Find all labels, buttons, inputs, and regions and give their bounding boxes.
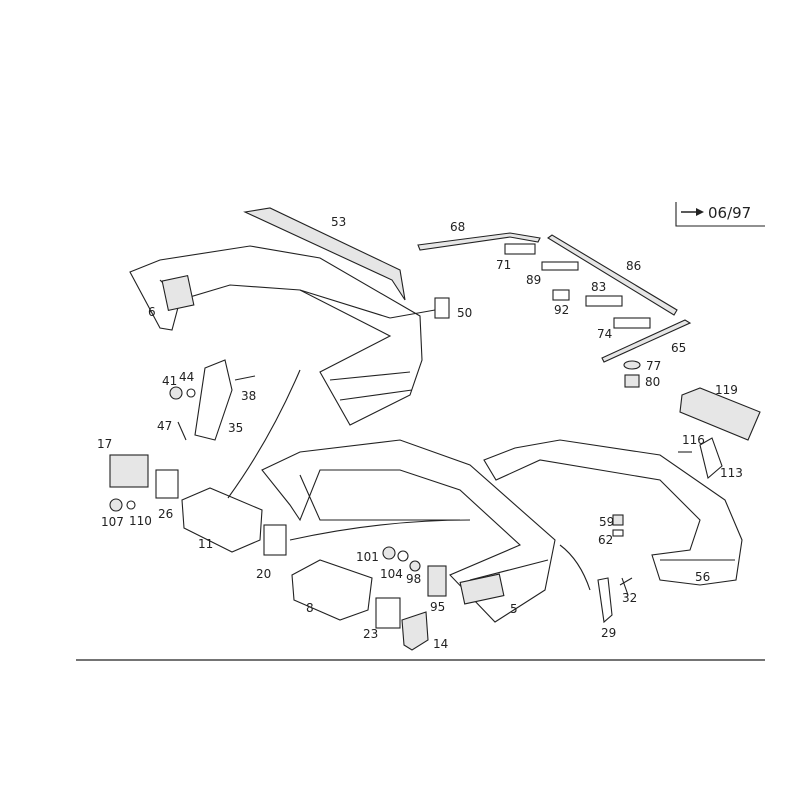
part-label[interactable]: 77 xyxy=(646,359,661,373)
absorber-8 xyxy=(291,559,373,621)
clip-83 xyxy=(585,295,623,307)
bolt-32 xyxy=(619,577,633,596)
part-label[interactable]: 11 xyxy=(198,537,213,551)
part-label[interactable]: 80 xyxy=(645,375,660,389)
part-label[interactable]: 59 xyxy=(599,515,614,529)
bumper-upper-left xyxy=(129,245,423,426)
part-label[interactable]: 86 xyxy=(626,259,641,273)
part-label[interactable]: 32 xyxy=(622,591,637,605)
part-label[interactable]: 104 xyxy=(380,567,403,581)
bracket-26 xyxy=(155,469,179,499)
part-label[interactable]: 38 xyxy=(241,389,256,403)
part-label[interactable]: 116 xyxy=(682,433,705,447)
part-label[interactable]: 44 xyxy=(179,370,194,384)
part-label[interactable]: 83 xyxy=(591,280,606,294)
washer-104 xyxy=(397,550,409,562)
bracket-113 xyxy=(699,437,723,480)
part-label[interactable]: 62 xyxy=(598,533,613,547)
part-label[interactable]: 92 xyxy=(554,303,569,317)
part-label[interactable]: 23 xyxy=(363,627,378,641)
nut-80 xyxy=(624,374,640,388)
part-label[interactable]: 107 xyxy=(101,515,124,529)
part-label[interactable]: 29 xyxy=(601,626,616,640)
part-label[interactable]: 47 xyxy=(157,419,172,433)
part-label[interactable]: 74 xyxy=(597,327,612,341)
bracket-95 xyxy=(427,565,447,597)
cap-14 xyxy=(401,611,429,651)
arrow-right-icon xyxy=(681,208,704,216)
washer-98 xyxy=(409,560,421,572)
part-label[interactable]: 35 xyxy=(228,421,243,435)
rail-86 xyxy=(547,234,678,316)
bumper-rear-center xyxy=(261,439,556,623)
bolt-47 xyxy=(177,421,187,441)
validity-box: 06/97 xyxy=(675,202,765,227)
part-labels: 53 68 71 89 86 83 92 74 65 77 80 119 116… xyxy=(97,215,743,651)
cover-119 xyxy=(679,387,761,441)
part-label[interactable]: 98 xyxy=(406,572,421,586)
part-label[interactable]: 26 xyxy=(158,507,173,521)
part-label[interactable]: 101 xyxy=(356,550,379,564)
bracket-35 xyxy=(194,359,233,441)
nut-107 xyxy=(109,498,123,512)
bracket-29 xyxy=(597,577,613,624)
validity-box-border xyxy=(675,202,765,227)
nut-101 xyxy=(382,546,396,560)
part-label[interactable]: 71 xyxy=(496,258,511,272)
arrow-line xyxy=(289,519,471,541)
bracket-23 xyxy=(375,597,401,629)
bumper-rear-right xyxy=(483,439,743,586)
part-label[interactable]: 95 xyxy=(430,600,445,614)
part-label[interactable]: 119 xyxy=(715,383,738,397)
clip-59 xyxy=(612,514,624,526)
clip-89 xyxy=(541,261,579,271)
part-label[interactable]: 6 xyxy=(148,305,156,319)
rail-68 xyxy=(417,232,541,251)
part-label[interactable]: 20 xyxy=(256,567,271,581)
bracket-17 xyxy=(109,454,149,488)
clip-71 xyxy=(504,243,536,255)
bolt-38 xyxy=(234,375,256,381)
part-label[interactable]: 8 xyxy=(306,601,314,615)
washer-44 xyxy=(186,388,196,398)
clip-62 xyxy=(612,529,624,537)
washer-77 xyxy=(623,360,641,370)
part-label[interactable]: 5 xyxy=(510,602,518,616)
part-label[interactable]: 68 xyxy=(450,220,465,234)
part-label[interactable]: 65 xyxy=(671,341,686,355)
part-label[interactable]: 56 xyxy=(695,570,710,584)
part-label[interactable]: 89 xyxy=(526,273,541,287)
bracket-20 xyxy=(263,524,287,556)
part-label[interactable]: 53 xyxy=(331,215,346,229)
part-label[interactable]: 113 xyxy=(720,466,743,480)
nut-41 xyxy=(169,386,183,400)
washer-110 xyxy=(126,500,136,510)
clip-part xyxy=(434,297,450,319)
clip-74 xyxy=(613,317,651,329)
clip-92 xyxy=(552,289,570,301)
part-label[interactable]: 41 xyxy=(162,374,177,388)
part-label[interactable]: 14 xyxy=(433,637,448,651)
trim-strip xyxy=(243,207,406,301)
absorber-11 xyxy=(181,487,263,553)
rail-65 xyxy=(601,319,692,363)
arrow-line xyxy=(227,369,301,499)
part-label[interactable]: 110 xyxy=(129,514,152,528)
part-label[interactable]: 17 xyxy=(97,437,112,451)
part-label[interactable]: 50 xyxy=(457,306,472,320)
arrow-line xyxy=(559,544,591,591)
validity-label: 06/97 xyxy=(708,204,751,222)
